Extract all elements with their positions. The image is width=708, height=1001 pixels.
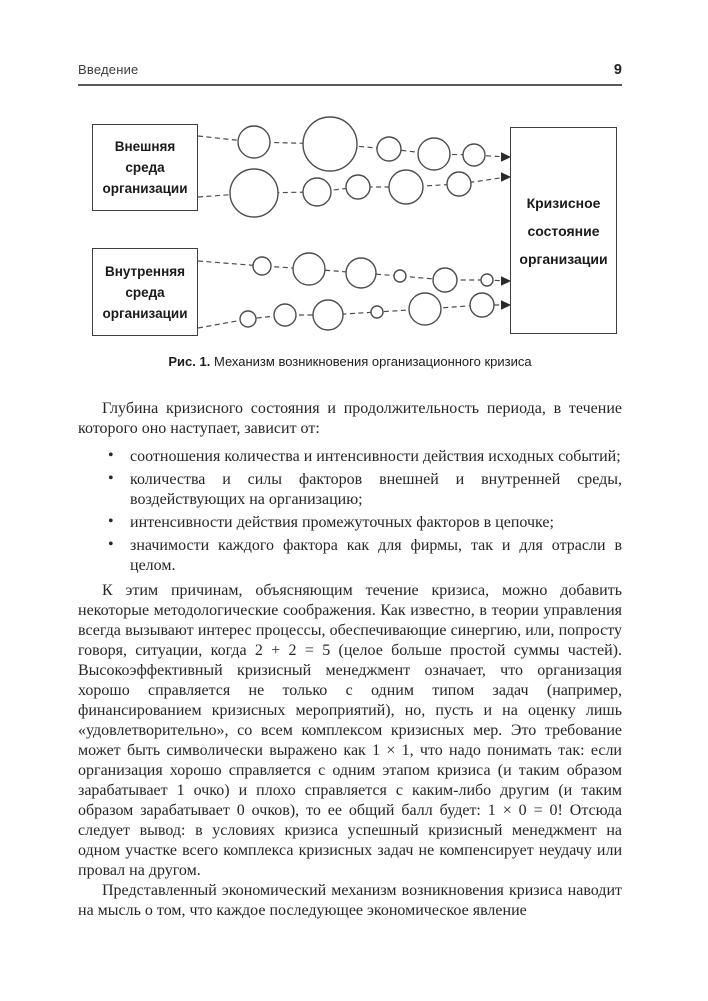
box-internal-environment: Внутренняя среда организации xyxy=(92,248,198,336)
event-circle xyxy=(345,174,371,200)
crisis-mechanism-diagram: Внешняя среда организации Внутренняя сре… xyxy=(78,114,622,346)
event-circle xyxy=(462,143,486,167)
event-circle xyxy=(229,168,279,218)
event-circle xyxy=(239,310,257,328)
event-circle xyxy=(432,267,458,293)
event-circle xyxy=(408,292,442,326)
figure-1: Внешняя среда организации Внутренняя сре… xyxy=(78,114,622,369)
paragraph-intro: Глубина кризисного состояния и продолжит… xyxy=(78,400,622,437)
event-circle xyxy=(388,169,424,205)
event-circle xyxy=(345,257,377,289)
crisis-flow-graphic xyxy=(197,116,511,331)
event-circle xyxy=(393,269,407,283)
arrowhead-icon xyxy=(501,300,511,310)
page-number: 9 xyxy=(613,62,622,78)
event-circle xyxy=(480,273,494,287)
event-circle xyxy=(302,116,358,172)
bullet-list: соотношения количества и интенсивности д… xyxy=(78,446,622,576)
list-item: количества и силы факторов внешней и вну… xyxy=(108,469,622,510)
paragraph-methodology: К этим причинам, объясняющим течение кри… xyxy=(78,582,622,879)
event-circle xyxy=(252,256,272,276)
box-external-environment: Внешняя среда организации xyxy=(92,124,198,211)
event-circle xyxy=(446,171,472,197)
paragraph-conclusion: Представленный экономический механизм во… xyxy=(78,882,622,919)
figure-caption-text: Механизм возникновения организационного … xyxy=(213,354,532,369)
body-text: Глубина кризисного состояния и продолжит… xyxy=(78,399,622,921)
event-circle xyxy=(417,137,451,171)
event-circle xyxy=(312,299,344,331)
running-head: Введение 9 xyxy=(78,0,622,86)
section-title: Введение xyxy=(78,62,139,77)
event-circle xyxy=(469,292,495,318)
arrowhead-icon xyxy=(501,172,511,182)
event-circle xyxy=(237,125,271,159)
list-item: интенсивности действия промежуточных фак… xyxy=(108,512,622,533)
event-circle xyxy=(302,177,332,207)
box-crisis-state: Кризисное состояние организации xyxy=(510,127,617,334)
list-item: значимости каждого фактора как для фирмы… xyxy=(108,535,622,576)
figure-caption-label: Рис. 1. xyxy=(168,354,211,369)
event-circle xyxy=(376,136,402,162)
arrowhead-icon xyxy=(501,276,511,286)
list-item: соотношения количества и интенсивности д… xyxy=(108,446,622,467)
figure-caption: Рис. 1. Механизм возникновения организац… xyxy=(78,354,622,369)
event-circle xyxy=(273,303,297,327)
event-circle xyxy=(370,305,384,319)
arrowhead-icon xyxy=(501,152,511,162)
event-circle xyxy=(292,252,326,286)
